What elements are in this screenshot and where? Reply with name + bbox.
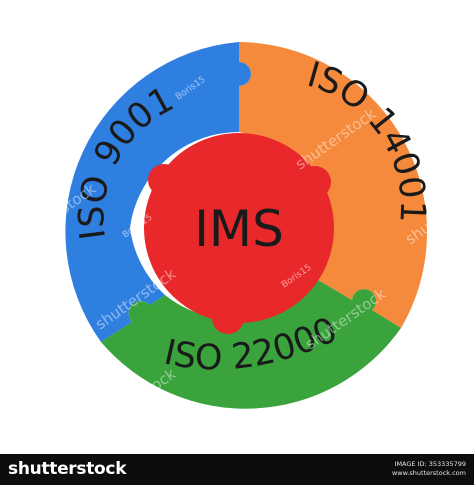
ims-diagram: ISO 9001 ISO 14001 ISO 22000 IMS shutter… [65,10,474,434]
segment-iso-22000 [101,280,401,409]
footer-image-id: IMAGE ID: 353335799 [394,460,466,468]
footer-meta: IMAGE ID: 353335799 www.shutterstock.com [392,460,466,478]
footer-site: www.shutterstock.com [391,469,466,477]
center-knob-left [148,164,180,196]
center-knob-right [299,166,331,198]
watermark-8: shutterstock [402,10,474,79]
center-label: IMS [194,200,284,258]
center-knob-bottom [212,302,244,334]
watermark-7: shutterstock [92,365,179,434]
segment-iso-14001 [239,42,428,328]
segment-iso-9001 [65,42,252,342]
center-circle [144,133,334,323]
footer-bar: shutterstock IMAGE ID: 353335799 www.shu… [0,454,474,485]
footer-logo: shutterstock [8,459,127,479]
